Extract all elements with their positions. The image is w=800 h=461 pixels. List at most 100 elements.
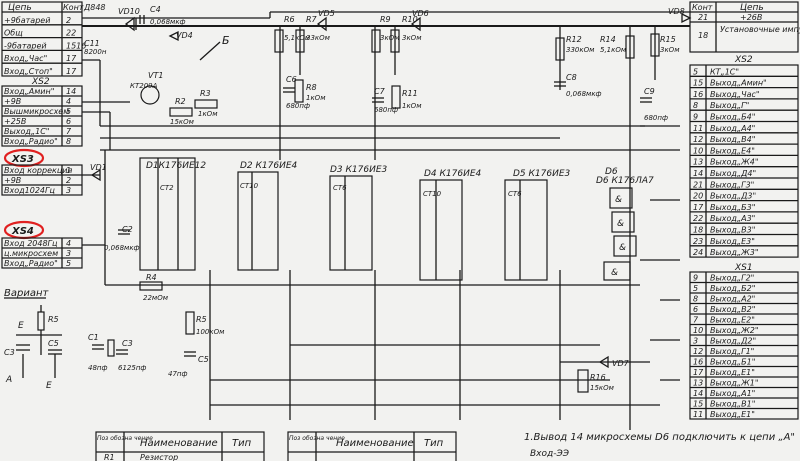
left-row-label: Общ [4, 29, 23, 38]
xs1-right-row-pin: 16 [693, 358, 703, 367]
variant-label-c3: C3 [4, 348, 15, 357]
table1-col-name: Наименование [140, 438, 218, 449]
xs2-right-row-pin: 17 [693, 203, 704, 212]
part-label-r11: R11 [402, 89, 418, 98]
chip-d1 [139, 157, 196, 271]
xs2-right-row-label: Выход„Е4" [710, 146, 755, 155]
xs4-row-label: Вход„Радио" [4, 259, 58, 268]
resistor-r12 [555, 37, 565, 61]
chip-d3 [329, 175, 373, 271]
xs2-right-row-label: Выход„Ж4" [710, 158, 759, 167]
right-top-label-1: +26В [740, 13, 762, 22]
part-value-r7: 33кОм [306, 34, 331, 42]
part-label-r14: R14 [600, 35, 616, 44]
part-value-c6: 680пф [286, 102, 310, 110]
part-label-vd4: VD4 [176, 31, 193, 40]
xs2-right-row-pin: 5 [693, 67, 698, 76]
xs2-left-row-label: Вход„Радио" [4, 137, 58, 146]
xs2-right-row-pin: 11 [693, 124, 703, 133]
chip-d2-label: D2 К176ИЕ4 [240, 161, 298, 171]
xs2-right-row-pin: 9 [693, 113, 698, 122]
resistor-r9 [371, 29, 381, 53]
part-label-vd1: VD1 [90, 163, 107, 172]
diode-vd8 [681, 12, 692, 24]
part-label-r6: R6 [284, 15, 295, 24]
left-row-pin: 2 [66, 16, 71, 25]
svg-text:&: & [611, 268, 618, 278]
xs4-row-pin: 3 [66, 249, 71, 258]
xs1-right-row-pin: 7 [693, 316, 699, 325]
part-label-c4: C4 [150, 5, 161, 14]
xs1-right-row-pin: 9 [693, 274, 698, 283]
resistor-r15 [650, 33, 660, 57]
part-label-r12: R12 [566, 35, 582, 44]
part-value-r12: 330кОм [566, 46, 595, 54]
diode-vd2 [124, 16, 137, 32]
xs2-left-row-label: Вход„Амин" [4, 87, 54, 96]
xs2-right-row-pin: 18 [693, 226, 703, 235]
part-label-c1: C1 [88, 333, 99, 342]
xs2-left-row-label: +9В [4, 97, 21, 106]
part-label-vd8: VD8 [668, 7, 685, 16]
xs1-right-row-pin: 8 [693, 295, 698, 304]
part-label-c3: C3 [122, 339, 133, 348]
bus-label: Б [222, 34, 230, 47]
xs1-right-row-pin: 5 [693, 284, 698, 293]
left-row-pin: 22 [66, 29, 76, 38]
table1-col-type: Тип [232, 438, 252, 449]
part-label-r4: R4 [146, 273, 157, 282]
part-value-c5: 47пф [168, 370, 187, 378]
part-label-r16: R16 [590, 373, 606, 382]
part-value-r15: 3кОм [660, 46, 680, 54]
resistor-r3 [194, 99, 218, 109]
xs4-row-label: ц.микросхем [4, 249, 58, 258]
xs2-right-row-label: Выход„В4" [710, 135, 755, 144]
xs3-highlight [3, 148, 45, 168]
part-label-r15: R15 [660, 35, 676, 44]
xs4-row-pin: 5 [66, 259, 71, 268]
part-label-c9: C9 [644, 87, 655, 96]
xs2-right-row-label: Выход„Г3" [710, 180, 754, 189]
variant-title: Вариант [4, 288, 50, 299]
part-label-r9: R9 [380, 15, 391, 24]
part-value-c7: 680пф [374, 106, 398, 114]
diode-vd1 [90, 168, 101, 182]
xs1-right-row-pin: 13 [693, 379, 703, 388]
xs1-right-row-pin: 11 [693, 410, 703, 419]
footnote-2: Вход-ЭЭ [530, 449, 570, 459]
chip-d5-ct: CT6 [508, 190, 522, 198]
transistor-vt1 [140, 85, 160, 105]
xs2-right-row-label: Выход„А3" [710, 214, 755, 223]
table1-row-ref: R1 [104, 453, 115, 461]
chip-d2 [237, 171, 279, 271]
xs2-right-row-pin: 8 [693, 101, 698, 110]
chip-d5 [504, 179, 548, 281]
xs1-right-row-label: Выход„Е1" [710, 410, 755, 419]
part-value-r5: 100кОм [196, 328, 225, 336]
xs2-right-row-pin: 23 [693, 237, 703, 246]
xs3-row-pin: 2 [66, 176, 71, 185]
xs3-row-pin: 1 [66, 166, 71, 175]
diode-vd5 [316, 16, 327, 32]
part-value-c4: 0,068мкф [150, 18, 186, 26]
part-value-c3: 6125пф [118, 364, 146, 372]
right-header-contact: Конт [692, 3, 713, 12]
xs4-row-pin: 4 [66, 239, 71, 248]
crystal-zq [107, 339, 115, 357]
part-label-vd5: VD5 [318, 9, 335, 18]
part-value-r9: 3кОм [380, 34, 400, 42]
xs3-row-label: Вход коррекция [4, 166, 72, 175]
xs2-right-row-pin: 14 [693, 169, 703, 178]
xs2-left-row-label: Выход„1С" [4, 127, 49, 136]
xs1-right-row-pin: 10 [693, 326, 703, 335]
xs2-right-row-label: Выход„Час" [710, 90, 760, 99]
svg-text:&: & [617, 219, 624, 229]
xs1-right-row-label: Выход„Г1" [710, 347, 754, 356]
resistor-r7 [295, 29, 305, 53]
parts-glyphs [90, 12, 692, 393]
xs2-left-row-pin: 5 [66, 107, 71, 116]
right-top-pin-1: 21 [698, 13, 708, 22]
part-label-c8: C8 [566, 73, 577, 82]
